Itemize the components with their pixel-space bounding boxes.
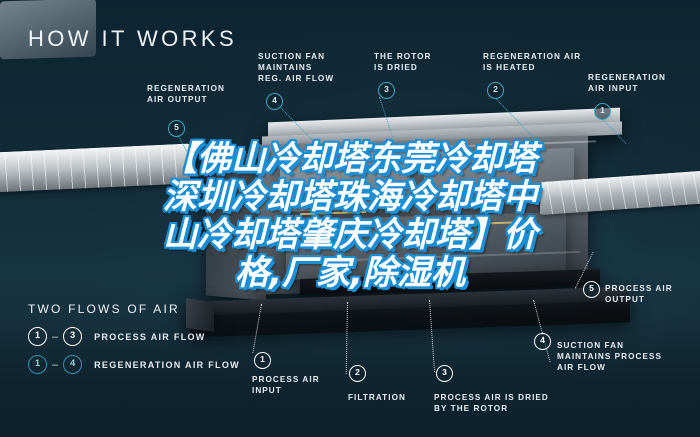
callout-label-top-1: REGENERATION AIR INPUT (588, 73, 666, 93)
legend-title: TWO FLOWS OF AIR (28, 302, 180, 316)
callout-label-bottom-2: FILTRATION (348, 393, 406, 402)
callout-label-bottom-5: PROCESS AIR OUTPUT (605, 284, 673, 304)
callout-number-top-1[interactable]: 1 (594, 103, 611, 120)
legend-number-to-2: 4 (63, 355, 83, 374)
callout-label-bottom-3: PROCESS AIR IS DRIED BY THE ROTOR (434, 393, 549, 413)
callout-number-bottom-5[interactable]: 5 (583, 281, 600, 298)
callout-label-top-4: SUCTION FAN MAINTAINS REG. AIR FLOW (258, 52, 335, 83)
callout-number-top-2[interactable]: 2 (487, 82, 504, 99)
cabinet-left-side (206, 149, 266, 301)
callout-number-top-3[interactable]: 3 (378, 82, 395, 99)
callout-label-top-5: REGENERATION AIR OUTPUT (147, 84, 225, 104)
callout-number-bottom-4[interactable]: 4 (534, 333, 551, 350)
flexible-duct-left (0, 143, 190, 193)
callout-label-top-3: THE ROTOR IS DRIED (374, 52, 432, 72)
callout-number-bottom-1[interactable]: 1 (254, 352, 271, 369)
callout-number-top-4[interactable]: 4 (266, 93, 283, 110)
legend-dash-2: – (52, 358, 59, 371)
callout-number-bottom-3[interactable]: 3 (436, 365, 453, 382)
callout-number-bottom-2[interactable]: 2 (349, 365, 366, 382)
page-title: HOW IT WORKS (28, 26, 238, 51)
callout-label-bottom-4: SUCTION FAN MAINTAINS PROCESS AIR FLOW (557, 341, 663, 372)
callout-label-top-2: REGENERATION AIR IS HEATED (483, 52, 582, 72)
legend-row-process-air: 1 – 3 PROCESS AIR FLOW (28, 327, 240, 346)
cabinet-panel-upper-left (280, 148, 410, 212)
legend-number-from-1: 1 (28, 327, 47, 346)
legend-label-1: PROCESS AIR FLOW (94, 331, 206, 342)
legend-number-to-1: 3 (63, 327, 83, 346)
callout-number-top-5[interactable]: 5 (168, 120, 185, 137)
legend-number-from-2: 1 (28, 355, 47, 374)
legend-dash-1: – (52, 330, 59, 343)
callout-label-bottom-1: PROCESS AIR INPUT (252, 375, 320, 395)
legend-label-2: REGENERATION AIR FLOW (94, 359, 240, 370)
legend: TWO FLOWS OF AIR 1 – 3 PROCESS AIR FLOW … (28, 302, 240, 383)
legend-row-regeneration-air: 1 – 4 REGENERATION AIR FLOW (28, 355, 240, 374)
